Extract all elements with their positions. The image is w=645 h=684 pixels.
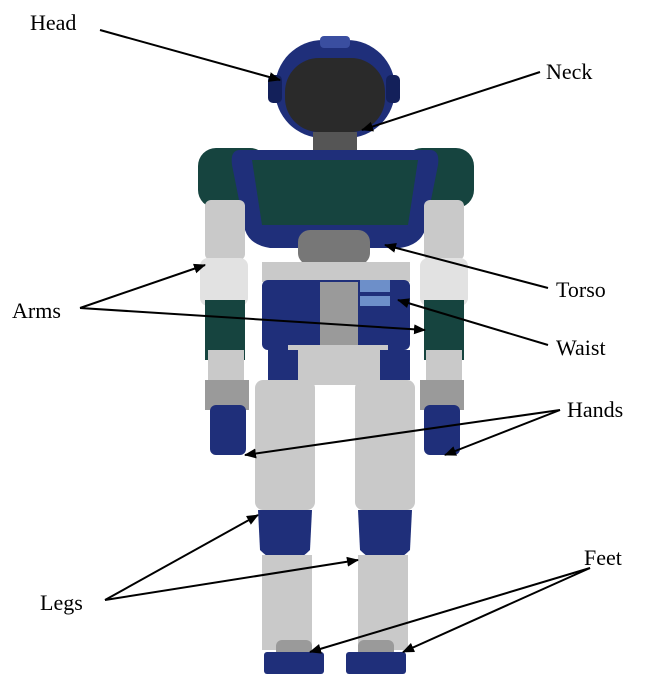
- label-arms: Arms: [12, 298, 61, 323]
- label-head: Head: [30, 10, 76, 35]
- robot-left-arm: [200, 200, 249, 455]
- hands-arrow-right: [445, 410, 560, 455]
- label-waist: Waist: [556, 335, 606, 360]
- waist-arrow: [398, 300, 548, 345]
- label-hands: Hands: [567, 397, 623, 422]
- robot-right-foot: [346, 652, 406, 674]
- feet-arrow-right: [403, 568, 590, 652]
- arms-arrow-left: [80, 265, 205, 308]
- label-legs: Legs: [40, 590, 83, 615]
- robot-left-foot: [264, 652, 324, 674]
- head-arrow: [100, 30, 280, 80]
- robot-head: [268, 36, 400, 138]
- feet-arrow-left: [310, 568, 590, 652]
- robot-right-arm: [420, 200, 468, 455]
- label-feet: Feet: [584, 545, 622, 570]
- robot-right-leg: [355, 380, 415, 660]
- label-torso: Torso: [556, 277, 606, 302]
- robot-left-leg: [255, 380, 315, 660]
- label-neck: Neck: [546, 59, 592, 84]
